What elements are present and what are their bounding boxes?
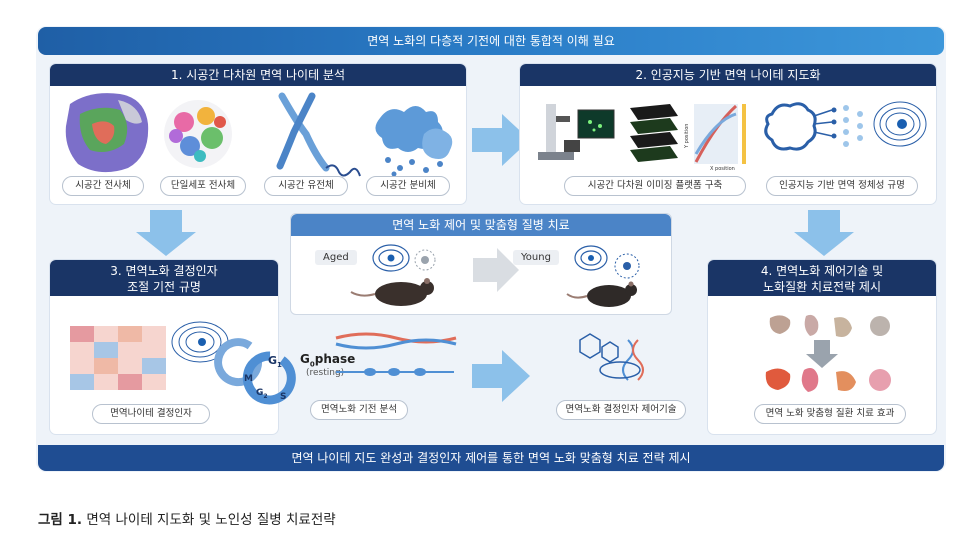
spatial-heatmap-icon <box>694 104 746 164</box>
panel1-title: 1. 시공간 다차원 면역 나이테 분석 <box>50 64 466 86</box>
caption-text: 면역 나이테 지도화 및 노인성 질병 치료전략 <box>86 512 336 528</box>
cycle-diagram: G1 G0phase (resting) M G2 S <box>230 340 355 410</box>
mechanism-illustration <box>335 332 457 376</box>
cycle-g1: G1 <box>268 354 282 370</box>
panel4-item-2: 면역 노화 맞춤형 질환 치료 효과 <box>754 404 906 424</box>
improvement-arrow-icon <box>806 340 838 368</box>
caption-label: 그림 1. <box>38 512 83 528</box>
axis-x-label: X position <box>710 166 735 172</box>
young-label: Young <box>513 250 559 265</box>
arrow-down-right <box>794 210 854 256</box>
axis-y-label: Y position <box>684 124 690 149</box>
monitor-icon <box>577 109 615 139</box>
panel4-illustrations <box>765 314 891 392</box>
chromosome-icon <box>276 92 361 177</box>
panel1-item-4: 시공간 분비체 <box>366 176 450 196</box>
aged-cell-icon <box>372 244 436 272</box>
microscope-icon <box>538 104 580 160</box>
center-panel: 면역 노화 제어 및 맞춤형 질병 치료 Aged Young <box>290 213 672 315</box>
cycle-g0-phase: G0phase <box>300 352 356 369</box>
panel3-illustrations <box>70 321 263 390</box>
immune-ring-icon <box>873 101 927 147</box>
cycle-resting: (resting) <box>306 368 345 378</box>
panel3-title-line2: 조절 기전 규명 <box>127 280 201 294</box>
cycle-g2: G2 <box>256 388 268 400</box>
center-title: 면역 노화 제어 및 맞춤형 질병 치료 <box>291 214 671 236</box>
panel2-item-2: 인공지능 기반 면역 정체성 규명 <box>766 176 918 196</box>
bottom-banner: 면역 나이테 지도 완성과 결정인자 제어를 통한 면역 노화 맞춤형 치료 전… <box>38 445 944 471</box>
panel2-title: 2. 인공지능 기반 면역 나이테 지도화 <box>520 64 936 86</box>
panel4-title-line2: 노화질환 치료전략 제시 <box>762 280 882 294</box>
arrow-right-top <box>472 114 530 166</box>
heatmap-icon <box>70 326 166 390</box>
panel4-item-1: 면역노화 결정인자 제어기술 <box>556 400 686 420</box>
panel-ai-mapping: 2. 인공지능 기반 면역 나이테 지도화 Y position X posit… <box>520 64 936 204</box>
panel-spatiotemporal-analysis: 1. 시공간 다차원 면역 나이테 분석 <box>50 64 466 204</box>
secretome-cells-icon <box>375 106 453 177</box>
panel2-item-1: 시공간 다차원 이미징 플랫폼 구축 <box>564 176 746 196</box>
panel3-item-1: 면역나이테 결정인자 <box>92 404 210 424</box>
control-tech-illustration <box>579 333 644 381</box>
panel3-title-line1: 3. 면역노화 결정인자 <box>110 264 218 278</box>
panel1-item-1: 시공간 전사체 <box>62 176 144 196</box>
panel-therapy-strategy: 4. 면역노화 제어기술 및 노화질환 치료전략 제시 면역 노화 맞춤형 질환… <box>708 260 936 434</box>
neural-network-icon <box>843 105 863 147</box>
panel4-title-line1: 4. 면역노화 제어기술 및 <box>760 264 884 278</box>
aged-organs-icon <box>769 314 890 337</box>
young-mouse-icon <box>566 281 637 307</box>
panel3-item-2: 면역노화 기전 분석 <box>310 400 408 420</box>
cycle-ring <box>242 351 296 405</box>
aged-mouse-icon <box>350 278 434 306</box>
cycle-s: S <box>280 392 287 402</box>
ai-brain-icon <box>764 102 837 151</box>
arrow-down-left <box>136 210 196 256</box>
top-banner: 면역 노화의 다층적 기전에 대한 통합적 이해 필요 <box>38 27 944 55</box>
panel1-item-3: 시공간 유전체 <box>264 176 348 196</box>
image-stack-icon <box>630 104 678 162</box>
arrow-right-bottom <box>472 350 530 402</box>
single-cell-cluster-icon <box>164 100 232 168</box>
transition-arrow-icon <box>473 248 519 292</box>
cell-cycle-icon <box>214 338 263 387</box>
figure-caption: 그림 1. 면역 나이테 지도화 및 노인성 질병 치료전략 <box>38 508 336 528</box>
panel4-title: 4. 면역노화 제어기술 및 노화질환 치료전략 제시 <box>708 260 936 296</box>
brain-section-icon <box>65 93 149 173</box>
panel2-illustrations: Y position X position <box>538 101 927 172</box>
aged-label: Aged <box>315 250 357 265</box>
panel1-item-2: 단일세포 전사체 <box>160 176 246 196</box>
panel1-illustrations <box>65 92 453 177</box>
center-illustrations <box>350 244 640 307</box>
panel3-title: 3. 면역노화 결정인자 조절 기전 규명 <box>50 260 278 296</box>
panel-determinants: 3. 면역노화 결정인자 조절 기전 규명 면역나이테 결정인자 <box>50 260 278 434</box>
young-cell-icon <box>574 245 640 279</box>
healthy-organs-icon <box>765 368 891 392</box>
cycle-m: M <box>244 374 253 384</box>
